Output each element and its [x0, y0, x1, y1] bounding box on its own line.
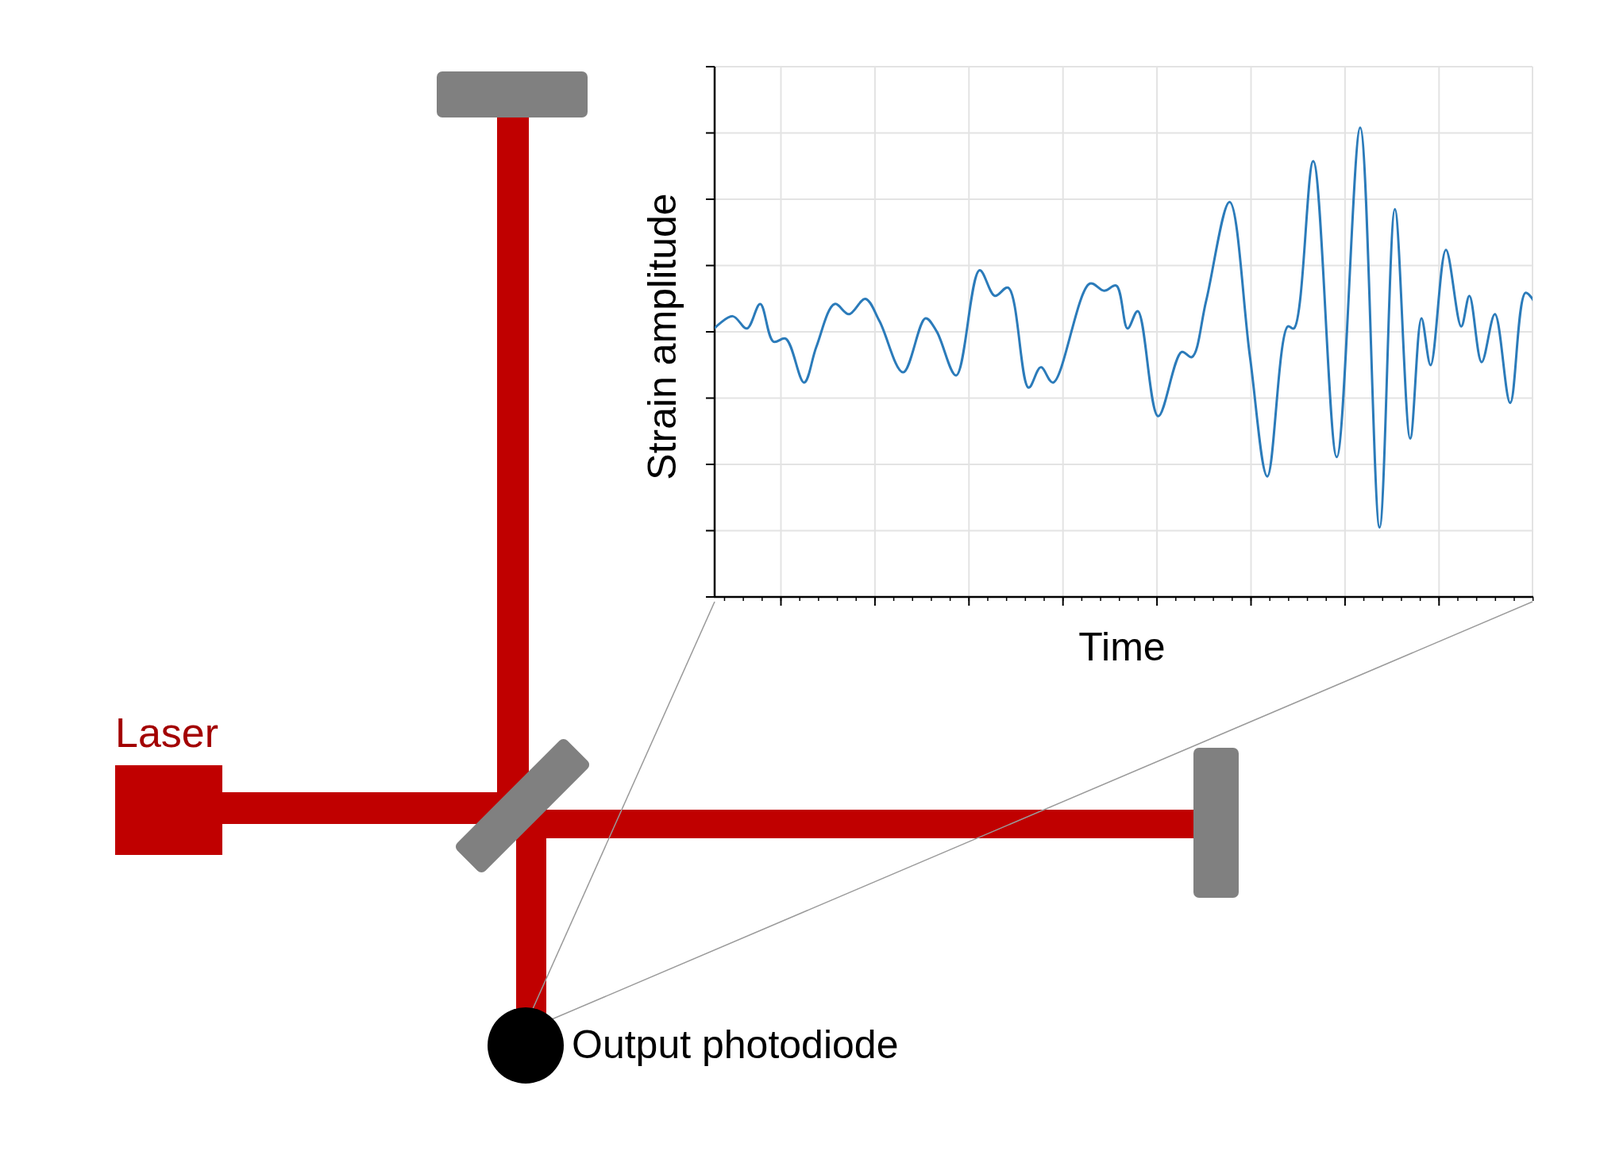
chart-grid [714, 66, 1533, 598]
component-label: Output photodiode [571, 1022, 899, 1069]
grid-line [780, 66, 783, 598]
plot-border [1531, 66, 1534, 598]
x-axis [713, 596, 1534, 599]
laser-beam [222, 792, 523, 825]
laser-source: Laser [115, 765, 223, 856]
grid-line [714, 265, 1533, 267]
major-tick [705, 530, 715, 533]
grid-line [714, 132, 1533, 135]
major-tick [705, 331, 715, 333]
major-tick [1438, 597, 1440, 606]
axis-title: Time [1078, 624, 1165, 671]
major-tick [967, 597, 970, 606]
grid-line [1344, 66, 1346, 598]
major-tick [705, 463, 715, 466]
grid-line [714, 397, 1533, 400]
grid-line [714, 331, 1533, 333]
grid-line [714, 463, 1533, 466]
grid-line [1438, 66, 1440, 598]
laser-beam [497, 111, 529, 809]
major-tick [705, 132, 715, 135]
axis-title: Strain amplitude [640, 192, 687, 480]
strain-waveform [714, 127, 1533, 529]
grid-line [1156, 66, 1158, 598]
major-tick [1250, 597, 1253, 606]
major-tick [874, 597, 876, 606]
strain-curve [714, 127, 1533, 529]
grid-line [967, 66, 970, 598]
zoom-line [551, 601, 1533, 1020]
major-tick [780, 597, 783, 606]
grid-line [714, 198, 1533, 201]
major-tick [705, 397, 715, 400]
laser-beam [522, 809, 1196, 839]
major-tick [1062, 597, 1065, 606]
laser-beam [516, 805, 547, 1029]
grid-line [1062, 66, 1065, 598]
grid-line [1250, 66, 1253, 598]
beam-splitter [453, 736, 592, 876]
plot-border [714, 65, 1533, 68]
major-tick [705, 198, 715, 201]
major-tick [705, 65, 715, 68]
major-tick [705, 265, 715, 267]
component-label: Laser [115, 709, 219, 758]
major-tick [705, 596, 715, 598]
chart-axes [705, 66, 1534, 606]
major-tick [1156, 597, 1158, 606]
major-tick [1344, 597, 1346, 606]
end-mirror [1193, 747, 1239, 899]
end-mirror [436, 71, 588, 118]
y-axis [713, 66, 717, 598]
grid-line [714, 530, 1533, 533]
photodiode: Output photodiode [487, 1007, 564, 1084]
grid-line [874, 66, 876, 598]
zoom-line [528, 601, 715, 1018]
